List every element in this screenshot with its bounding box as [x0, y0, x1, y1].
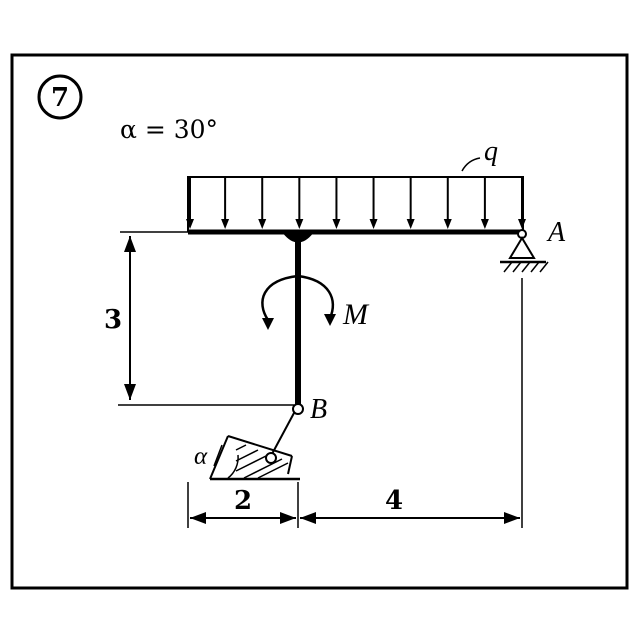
hinge-b	[292, 403, 304, 415]
load-arrow-head	[369, 219, 378, 229]
dimension-right-span: 4	[385, 486, 403, 516]
load-q-label: q	[484, 136, 498, 167]
dimension-horizontal	[187, 278, 523, 528]
moment-m-arrow	[261, 274, 336, 330]
dimension-height	[118, 231, 294, 406]
load-arrow-head	[518, 219, 526, 229]
load-arrow-head	[221, 219, 230, 229]
load-arrow-head	[406, 219, 415, 229]
inclined-roller-support	[209, 435, 300, 481]
load-arrow-head	[443, 219, 452, 229]
load-arrow-head	[332, 219, 341, 229]
hinge-b-label: B	[310, 394, 327, 425]
support-a-label: A	[546, 217, 566, 248]
diagram-frame	[10, 53, 629, 590]
problem-number-badge: 7	[37, 74, 83, 120]
load-arrow-head	[258, 219, 267, 229]
moment-m-label: M	[342, 298, 370, 331]
load-arrow-head	[295, 219, 304, 229]
inclined-rod	[271, 412, 295, 455]
distributed-load-q	[186, 157, 526, 232]
load-arrow-head	[186, 219, 194, 229]
pin-support-a	[500, 229, 549, 273]
problem-number: 7	[51, 83, 69, 113]
alpha-value-label: α = 30°	[120, 115, 218, 144]
alpha-angle-label: α	[194, 443, 208, 470]
load-arrow-head	[480, 219, 489, 229]
dimension-left-span: 2	[234, 486, 252, 516]
dimension-height-value: 3	[104, 305, 122, 335]
